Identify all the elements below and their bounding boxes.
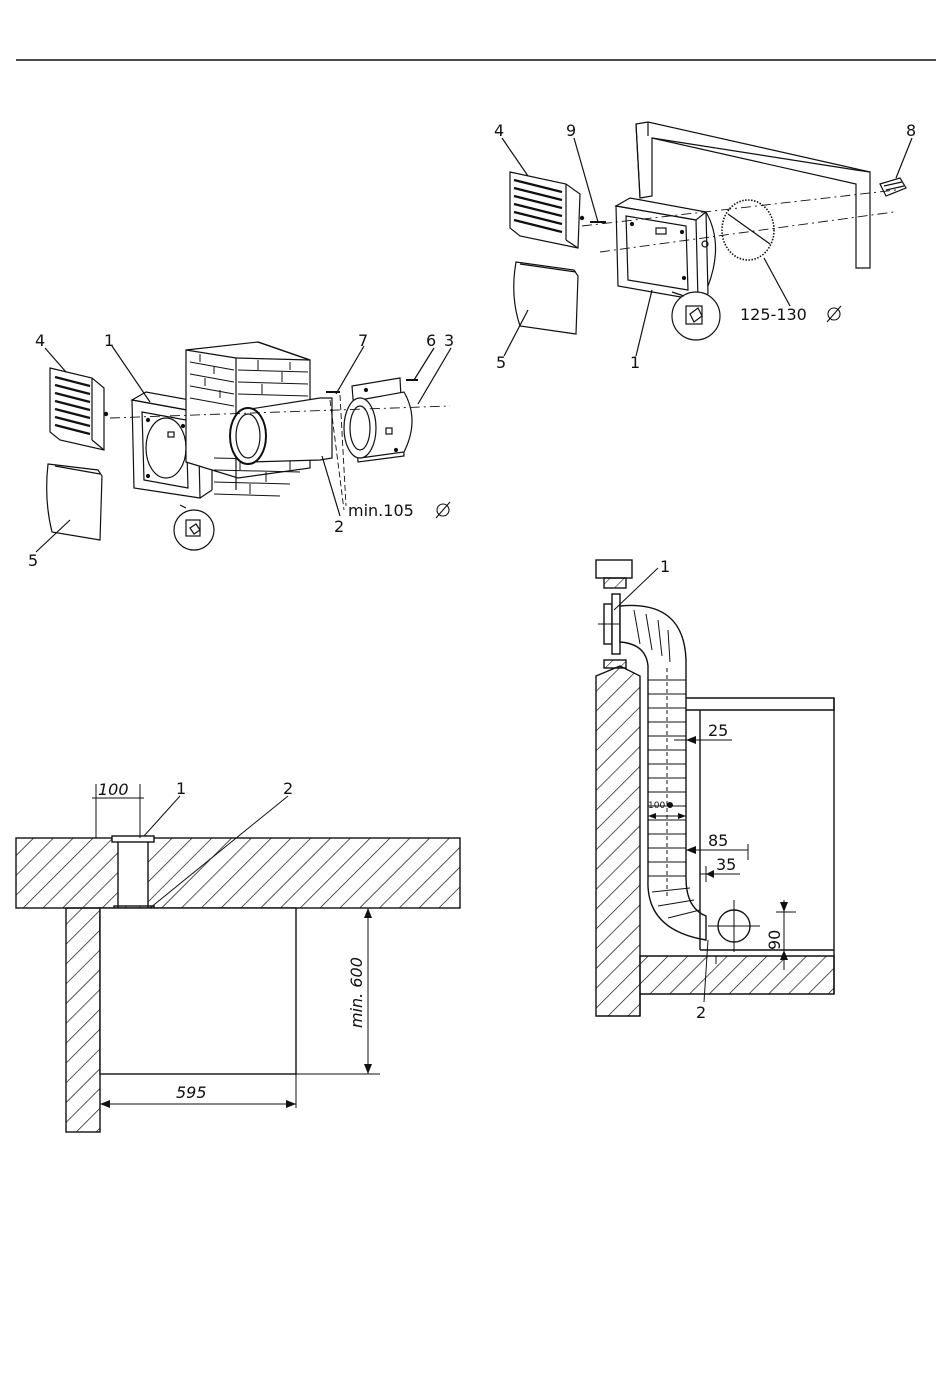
label-4: 4 [35, 331, 45, 350]
dim-100-flex: 100 [648, 801, 665, 811]
label-5: 5 [28, 551, 38, 570]
louvre-grille-2 [510, 172, 584, 248]
backdraft-flap [47, 464, 102, 540]
dim-90: 90 [765, 930, 784, 950]
bullet-icon [667, 802, 673, 808]
label-2c: 2 [283, 779, 293, 798]
dim-35: 35 [716, 855, 736, 874]
label-6: 6 [426, 331, 436, 350]
figure-wall-sleeve-exploded [36, 342, 451, 552]
detail-lens [174, 505, 214, 550]
note-125-130: 125-130 [740, 305, 807, 324]
dim-min-600: min. 600 [347, 957, 366, 1028]
label-7: 7 [358, 331, 368, 350]
label-4b: 4 [494, 121, 504, 140]
wall-tube [230, 398, 332, 464]
backdraft-flap-2 [514, 262, 578, 334]
wall-plug [880, 178, 906, 196]
figure-ceiling-section [16, 784, 460, 1132]
label-2: 2 [334, 517, 344, 536]
label-9: 9 [566, 121, 576, 140]
label-8: 8 [906, 121, 916, 140]
label-1: 1 [104, 331, 114, 350]
note-min-105: min.105 [348, 501, 414, 520]
mounting-frame-2 [616, 198, 716, 300]
dim-595: 595 [176, 1083, 207, 1102]
label-2d: 2 [696, 1003, 706, 1022]
detail-lens-2 [672, 292, 720, 340]
figure-flex-duct-section [596, 560, 834, 1016]
diameter-icon [436, 502, 450, 518]
label-5b: 5 [496, 353, 506, 372]
label-1c: 1 [176, 779, 186, 798]
end-collar [344, 378, 412, 462]
dim-85: 85 [708, 831, 728, 850]
dim-100: 100 [98, 780, 129, 799]
louvre-grille [50, 368, 108, 450]
dim-25: 25 [708, 721, 728, 740]
label-1d: 1 [660, 557, 670, 576]
label-1b: 1 [630, 353, 640, 372]
label-3: 3 [444, 331, 454, 350]
figure-frame-exploded [502, 122, 912, 356]
diameter-icon-2 [827, 306, 841, 322]
